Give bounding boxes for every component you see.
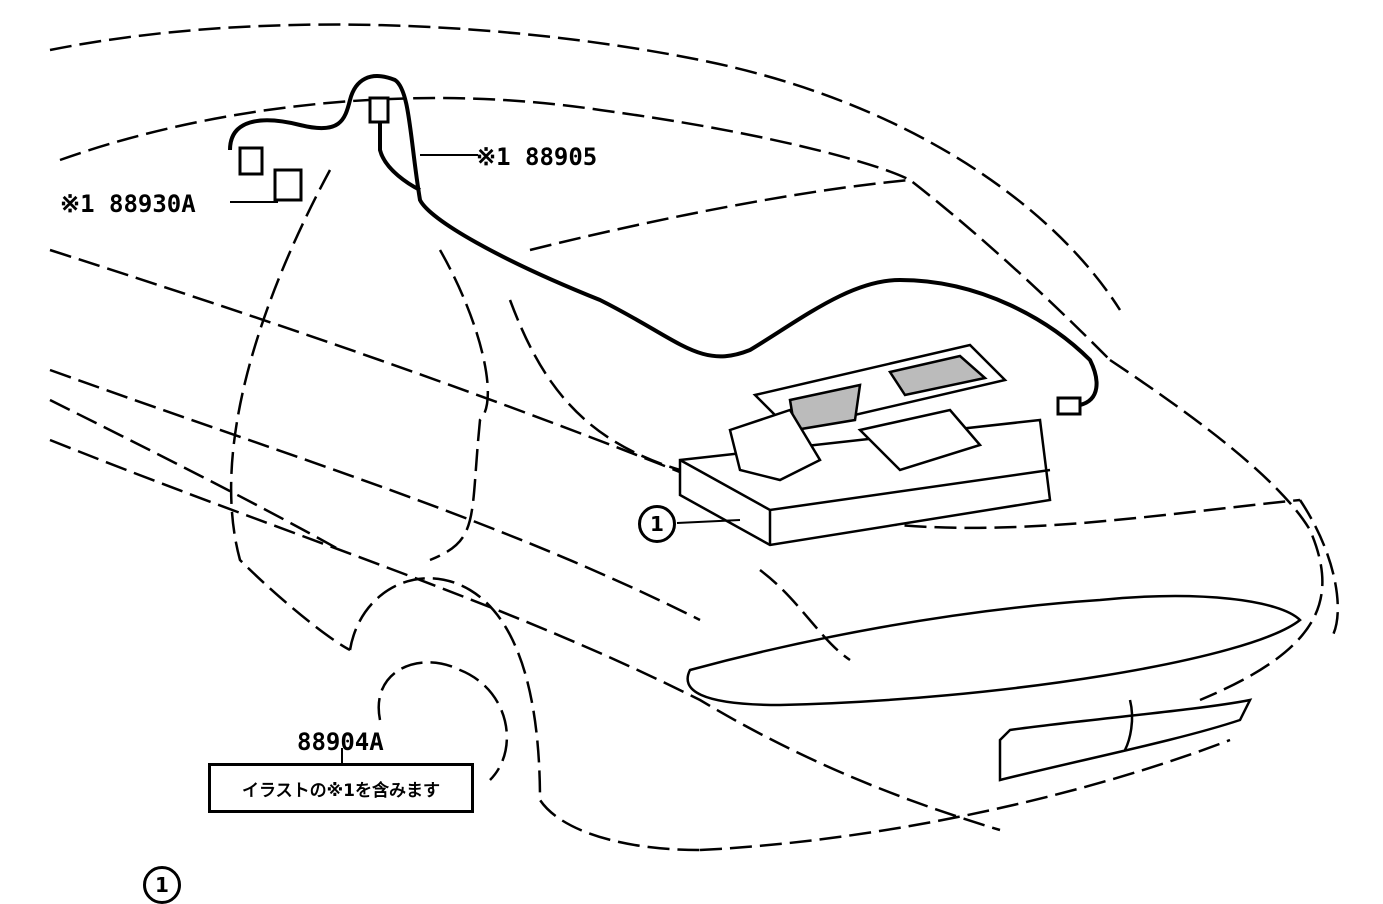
part-label-88904a: 88904A	[297, 728, 384, 756]
legend-callout-1-number: 1	[155, 873, 169, 897]
part-label-88930a: ※1 88930A	[60, 190, 196, 218]
car-solid-lines	[686, 594, 1302, 782]
part-label-88905: ※1 88905	[476, 143, 598, 171]
connector-right	[1056, 396, 1082, 416]
callout-1: 1	[638, 505, 676, 543]
callout-1-number: 1	[650, 512, 664, 536]
connector-88905	[368, 96, 390, 124]
leader-lines	[230, 154, 741, 765]
connector-88930a-a	[238, 146, 264, 176]
note-box: イラストの※1を含みます	[208, 763, 474, 813]
legend-callout-1: 1	[143, 866, 181, 904]
rear-bumper-lamp	[686, 594, 1302, 707]
note-text: イラストの※1を含みます	[241, 780, 440, 801]
car-body-outline	[49, 23, 1339, 852]
license-plate-recess	[998, 698, 1253, 782]
wire-harness	[228, 74, 1099, 407]
stereo-component-assembly	[678, 343, 1052, 547]
connector-88930a-b	[273, 168, 303, 202]
connectors	[238, 96, 1082, 416]
